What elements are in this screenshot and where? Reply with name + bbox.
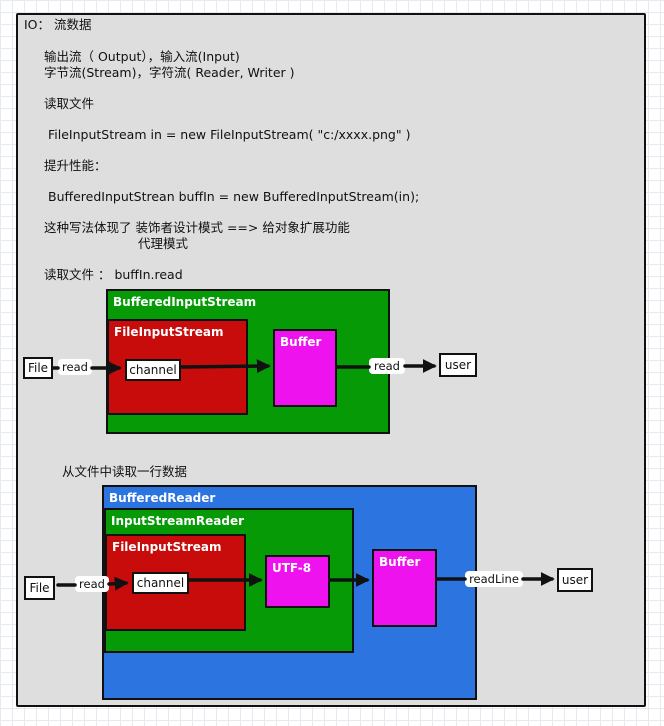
file-node-2: File (24, 576, 55, 600)
utf8-label: UTF-8 (272, 561, 312, 575)
inputstreamreader-label: InputStreamReader (111, 514, 245, 528)
fileinputstream-label-1: FileInputStream (114, 325, 224, 339)
buffer-label-2: Buffer (379, 555, 421, 569)
notes-line-buffin-read: 读取文件 ： buffIn.read (44, 267, 183, 282)
notes-line-output-input: 输出流（ Output），输入流(Input) (44, 49, 240, 64)
read-label-in-2: read (75, 576, 109, 592)
file-node-1: File (23, 357, 53, 379)
notes-line-proxy-pattern: 代理模式 (138, 236, 189, 251)
fileinputstream-label-2: FileInputStream (112, 540, 222, 554)
user-node-1: user (439, 353, 477, 377)
bufferedreader-label: BufferedReader (109, 491, 216, 505)
bufferedinputstream-label: BufferedInputStream (113, 295, 257, 309)
user-node-2: user (557, 568, 593, 592)
notes-line-bufferedinputstream-code: BufferedInputStrean buffIn = new Buffere… (48, 189, 420, 204)
section2-title: 从文件中读取一行数据 (62, 464, 188, 479)
buffer-box-2: Buffer (372, 549, 437, 627)
notes-title: IO： 流数据 (24, 17, 92, 32)
buffer-label-1: Buffer (280, 335, 322, 349)
read-label-out-1: read (369, 358, 405, 374)
channel-node-2: channel (132, 572, 189, 594)
readline-label: readLine (465, 571, 523, 587)
notes-line-stream-reader: 字节流(Stream)，字符流( Reader, Writer ) (44, 65, 295, 80)
read-label-in-1: read (58, 359, 92, 375)
notes-line-improve-performance: 提升性能： (44, 158, 107, 173)
buffer-box-1: Buffer (273, 329, 337, 407)
channel-node-1: channel (125, 359, 181, 381)
notes-line-read-file: 读取文件 (44, 96, 95, 111)
notes-line-decorator-pattern: 这种写法体现了 装饰者设计模式 ==> 给对象扩展功能 (44, 220, 350, 235)
utf8-box: UTF-8 (265, 555, 330, 608)
notes-line-fileinputstream-code: FileInputStream in = new FileInputStream… (48, 127, 411, 142)
